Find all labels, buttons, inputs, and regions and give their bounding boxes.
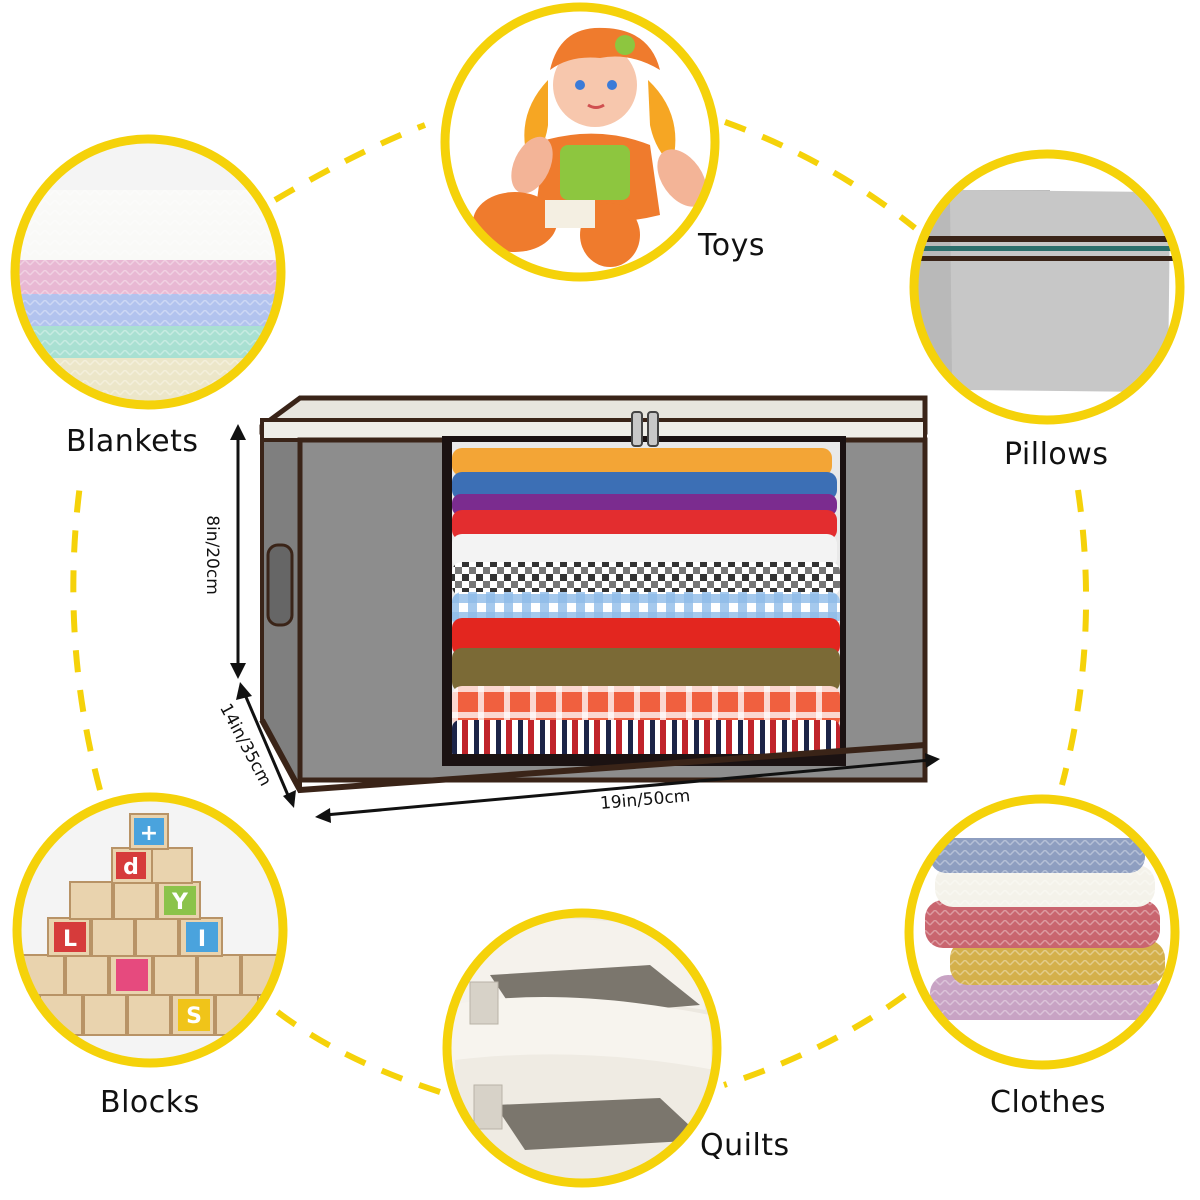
- dashed-connector-ring: [70, 119, 1090, 1095]
- toys-photo: [440, 2, 720, 282]
- label-blocks: Blocks: [100, 1085, 200, 1120]
- storage-bag: [259, 395, 928, 794]
- dimension-arrows: [230, 424, 940, 823]
- block-letter: Y: [171, 890, 189, 915]
- label-toys: Toys: [698, 228, 765, 263]
- block-letter: d: [123, 855, 139, 880]
- quilts-photo: [442, 908, 722, 1188]
- label-clothes: Clothes: [990, 1085, 1106, 1120]
- block-letter: +: [140, 821, 158, 846]
- blankets-photo: [10, 134, 286, 410]
- folded-clothes-stack: [452, 442, 840, 754]
- blocks-photo: + d Y L I S: [12, 792, 288, 1068]
- label-pillows: Pillows: [1004, 437, 1109, 472]
- dimension-height-label: 8in/20cm: [201, 515, 222, 595]
- label-quilts: Quilts: [700, 1128, 790, 1163]
- block-letter: L: [63, 927, 77, 952]
- pillows-photo: [909, 149, 1185, 425]
- clothes-photo: [904, 794, 1180, 1070]
- block-letter: S: [186, 1004, 202, 1029]
- block-letter: I: [198, 927, 206, 952]
- label-blankets: Blankets: [66, 424, 199, 459]
